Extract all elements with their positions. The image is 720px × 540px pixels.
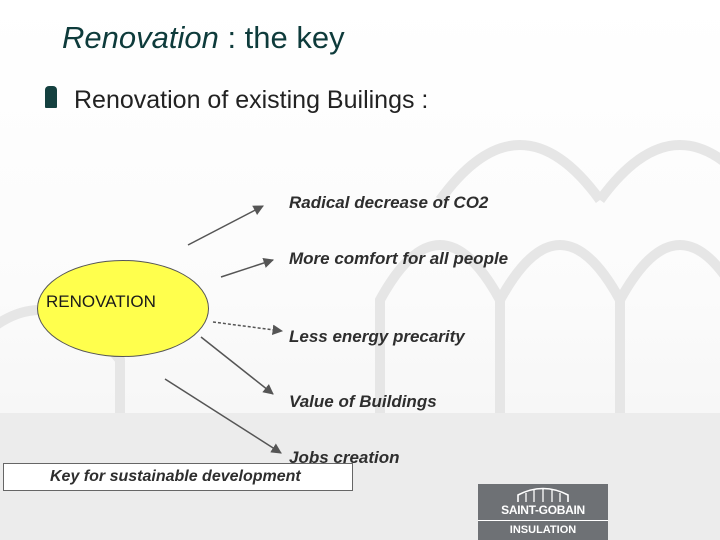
outcome-co2: Radical decrease of CO2 — [289, 193, 489, 212]
arrow-co2 — [187, 205, 264, 246]
logo-name: SAINT-GOBAIN — [501, 503, 585, 517]
slide-title: Renovation : the key — [62, 20, 345, 56]
arrow-value — [200, 336, 274, 395]
outcome-comfort: More comfort for all people — [289, 249, 509, 268]
logo-divider — [478, 520, 608, 521]
saint-gobain-logo: SAINT-GOBAIN INSULATION — [478, 484, 608, 540]
arrow-precarity — [212, 321, 284, 335]
key-text: Key for sustainable development — [50, 468, 301, 485]
outcome-precarity: Less energy precarity — [289, 327, 465, 346]
title-emphasis: Renovation — [62, 20, 219, 55]
renovation-label: RENOVATION — [46, 292, 156, 311]
outcome-value: Value of Buildings — [289, 392, 437, 411]
renovation-ellipse — [37, 260, 209, 357]
logo-subtitle: INSULATION — [509, 524, 577, 536]
title-rest: : the key — [218, 20, 345, 55]
arrow-jobs — [164, 378, 282, 454]
outcome-jobs: Jobs creation — [289, 448, 400, 467]
bullet-icon — [45, 86, 57, 108]
bullet-text: Renovation of existing Builings : — [74, 86, 429, 114]
arrow-comfort — [220, 257, 274, 278]
arches-logo-icon — [517, 487, 569, 502]
key-box — [3, 463, 353, 491]
